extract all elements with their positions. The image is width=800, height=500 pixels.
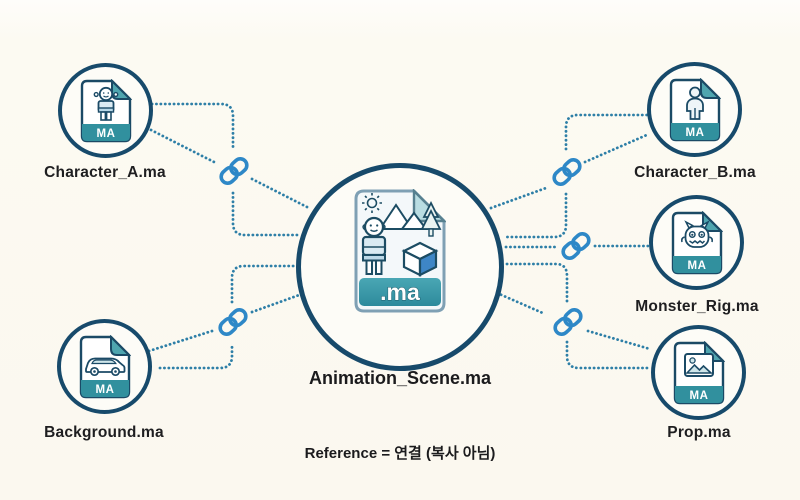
node-label-character-b: Character_B.ma — [634, 164, 756, 181]
robot-character-icon — [93, 86, 118, 121]
cube-icon — [401, 241, 439, 277]
wire-center-elbow-chain5 — [505, 262, 569, 304]
wire-chain3-elbow-character-b — [564, 113, 649, 151]
car-icon — [84, 357, 125, 376]
person-icon — [685, 86, 704, 120]
wire-chain3-diagonal-character-b — [583, 132, 651, 164]
scene-illustration — [361, 193, 442, 277]
reference-caption: Reference = 연결 (복사 아님) — [304, 445, 496, 462]
node-label-prop: Prop.ma — [667, 424, 731, 441]
mountains-icon — [378, 203, 428, 230]
ma-file-icon: MA — [80, 78, 132, 142]
wire-chain5-diagonal-prop — [586, 329, 652, 351]
ma-file-icon: MA — [79, 334, 131, 398]
chain-link-icon — [218, 308, 248, 336]
wire-chain2-elbow-center — [230, 264, 298, 304]
node-prop: MA — [651, 325, 746, 420]
wire-chain5-elbow-prop — [565, 340, 651, 370]
ma-file-icon: MA — [669, 77, 721, 141]
ma-badge: MA — [95, 384, 114, 396]
node-label-character-a: Character_A.ma — [44, 164, 166, 181]
wire-center-chain5-diagonal — [495, 291, 547, 316]
ma-badge: MA — [96, 128, 115, 140]
wire-chain2-diagonal-center — [250, 292, 304, 314]
wire-chain1-diagonal-center — [250, 177, 311, 210]
node-background: MA — [57, 319, 152, 414]
image-icon — [683, 352, 714, 377]
ma-extension-badge: .ma — [380, 279, 420, 305]
wire-chain1-elbow-center — [231, 191, 299, 237]
wire-character-a-elbow — [150, 102, 235, 150]
node-label-monster-rig: Monster_Rig.ma — [635, 298, 759, 315]
node-animation-scene: .ma — [296, 163, 504, 371]
wire-center-chain3-diagonal — [489, 186, 548, 210]
ma-badge: MA — [687, 260, 706, 272]
chain-link-icon — [219, 157, 249, 185]
chain-link-icon — [561, 232, 591, 260]
chain-link-icon — [553, 308, 583, 336]
node-character-b: MA — [647, 62, 742, 157]
ma-badge: MA — [689, 390, 708, 402]
center-node-label: Animation_Scene.ma — [308, 368, 492, 388]
pine-tree-icon — [420, 200, 442, 237]
wire-background-diagonal — [147, 329, 214, 353]
ma-scene-file-icon: .ma — [354, 189, 446, 313]
ma-file-icon: MA — [671, 210, 723, 274]
sun-icon — [362, 193, 382, 213]
chain-link-icon — [552, 158, 582, 186]
wire-chain3-elbow-center — [503, 192, 568, 239]
character-figure-icon — [361, 216, 387, 275]
node-monster-rig: MA — [649, 195, 744, 290]
node-label-background: Background.ma — [44, 424, 164, 441]
wire-background-elbow — [158, 341, 234, 370]
wire-character-a-diagonal — [149, 128, 216, 164]
monster-icon — [680, 219, 713, 248]
ma-file-icon: MA — [673, 340, 725, 404]
ma-badge: MA — [685, 127, 704, 139]
node-character-a: MA — [58, 63, 153, 158]
